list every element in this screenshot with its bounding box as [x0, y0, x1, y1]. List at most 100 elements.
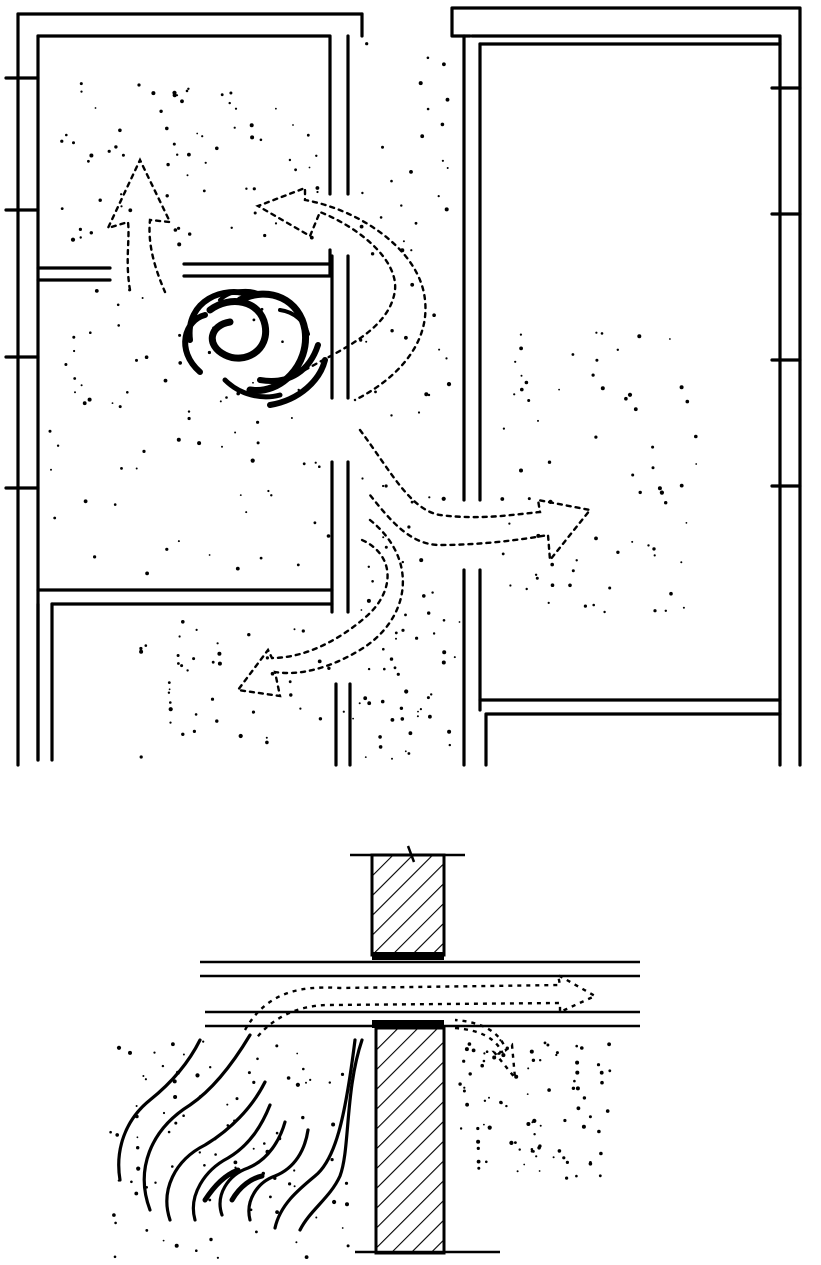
smoke-dot — [352, 717, 354, 720]
smoke-dot — [600, 332, 604, 335]
smoke-dot — [598, 1174, 602, 1178]
smoke-dot — [394, 631, 398, 635]
smoke-dot — [341, 1227, 344, 1229]
smoke-dot — [695, 463, 698, 465]
smoke-dot — [420, 134, 425, 139]
smoke-dot — [204, 161, 207, 164]
smoke-dot — [608, 1069, 612, 1073]
smoke-dot — [309, 1078, 312, 1081]
smoke-dot — [162, 1239, 165, 1242]
lower-left-wall — [36, 602, 54, 762]
smoke-dot — [265, 736, 268, 739]
smoke-dot — [444, 207, 449, 212]
smoke-dot — [520, 374, 523, 377]
smoke-dot — [575, 1174, 578, 1178]
smoke-dot — [492, 1055, 497, 1060]
smoke-dot — [679, 385, 684, 390]
smoke-dot — [305, 1081, 307, 1084]
smoke-dot — [78, 227, 82, 231]
smoke-dot — [396, 672, 400, 676]
smoke-dot — [107, 149, 111, 153]
smoke-dot — [390, 414, 393, 417]
smoke-dot — [410, 282, 415, 287]
smoke-dot — [471, 1048, 476, 1053]
smoke-dot — [529, 1049, 534, 1054]
smoke-dot — [306, 133, 310, 137]
smoke-dot — [535, 576, 539, 580]
smoke-dot — [112, 1213, 116, 1217]
smoke-dot — [535, 1155, 538, 1158]
smoke-dot — [178, 361, 182, 365]
smoke-dot — [256, 1057, 259, 1061]
smoke-dot — [546, 1043, 550, 1047]
smoke-dot — [442, 619, 446, 622]
smoke-dot — [659, 490, 665, 495]
smoke-dot — [234, 1166, 237, 1169]
smoke-dot — [263, 233, 267, 238]
smoke-dot — [537, 419, 539, 422]
smoke-dot — [72, 335, 76, 339]
right-room-west-wall-lower — [462, 568, 482, 767]
smoke-dot — [173, 1095, 178, 1099]
smoke-dot — [573, 1079, 576, 1083]
smoke-dot — [70, 237, 76, 242]
smoke-dot — [235, 1097, 239, 1101]
smoke-dot — [468, 1072, 472, 1076]
smoke-dot — [136, 1136, 139, 1139]
wall-section — [117, 845, 640, 1255]
smoke-dot — [120, 193, 123, 196]
smoke-dot — [219, 400, 222, 403]
smoke-dot — [416, 715, 419, 718]
smoke-dot — [256, 441, 260, 445]
smoke-dot — [177, 242, 182, 247]
smoke-dot — [253, 211, 257, 215]
smoke-dot — [591, 373, 595, 377]
smoke-dot — [344, 1181, 349, 1185]
smoke-dot — [216, 642, 219, 645]
fire-room-south-wall — [36, 588, 334, 606]
smoke-dot — [165, 194, 169, 198]
smoke-dot — [441, 660, 446, 665]
smoke-dot — [169, 701, 172, 704]
top-wall-right — [450, 6, 802, 767]
smoke-dot — [302, 1067, 305, 1071]
smoke-dot — [565, 1160, 570, 1164]
smoke-dot — [48, 429, 52, 433]
smoke-dot — [580, 1046, 584, 1050]
smoke-dot — [300, 319, 304, 322]
smoke-dot — [440, 122, 445, 127]
pipe — [200, 960, 640, 1028]
smoke-dot — [430, 693, 433, 696]
smoke-dot — [365, 340, 368, 343]
smoke-dot — [483, 1052, 486, 1055]
smoke-dot — [245, 187, 248, 190]
smoke-dot — [94, 107, 97, 109]
smoke-dot — [537, 1146, 541, 1150]
smoke-dot — [446, 382, 452, 387]
smoke-dot — [314, 461, 317, 464]
smoke-dot — [442, 650, 447, 655]
smoke-dot — [441, 496, 446, 501]
smoke-dot — [536, 533, 541, 538]
smoke-dot — [616, 348, 619, 351]
smoke-dot — [571, 1086, 576, 1091]
smoke-dot — [72, 141, 75, 145]
smoke-dot — [330, 1158, 334, 1162]
smoke-dot — [594, 536, 598, 541]
smoke-dot — [159, 109, 163, 114]
smoke-dot — [215, 146, 219, 151]
smoke-dot — [365, 42, 369, 46]
smoke-dot — [178, 333, 182, 337]
smoke-dot — [288, 1182, 292, 1186]
smoke-dot — [345, 1202, 349, 1207]
smoke-dot — [185, 89, 189, 93]
smoke-dot — [477, 1166, 481, 1170]
smoke-dot — [73, 377, 77, 380]
smoke-dot — [296, 1052, 299, 1055]
smoke-dot — [514, 360, 517, 363]
smoke-dot — [424, 392, 429, 397]
smoke-dot — [80, 90, 83, 93]
smoke-dot — [488, 1096, 490, 1099]
smoke-dot — [121, 153, 125, 157]
